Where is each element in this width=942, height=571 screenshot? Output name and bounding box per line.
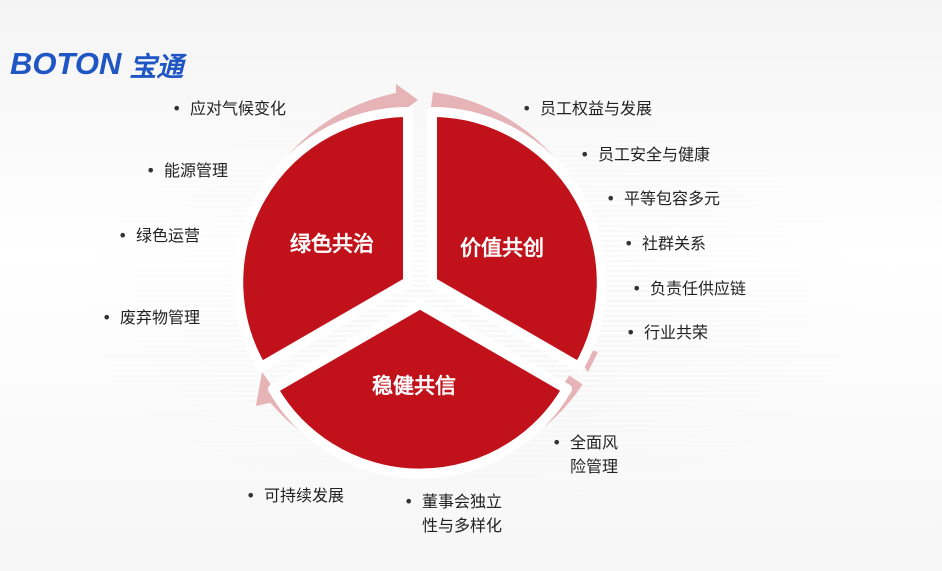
- segment-value-creation: [427, 107, 607, 372]
- bullet-icon: •: [522, 99, 532, 118]
- segment-steady-trust: [268, 299, 572, 479]
- logo-text-zh: 宝通: [129, 51, 184, 83]
- list-item: • 董事会独立 性与多样化: [404, 490, 502, 538]
- item-label: 员工安全与健康: [598, 145, 711, 164]
- list-item: • 社群关系: [624, 232, 706, 256]
- item-label: 负责任供应链: [650, 279, 747, 298]
- item-label-line2: 性与多样化: [422, 516, 503, 535]
- item-label: 可持续发展: [264, 486, 345, 505]
- list-item: • 能源管理: [146, 159, 228, 183]
- bullet-icon: •: [606, 189, 616, 208]
- bullet-icon: •: [552, 433, 562, 452]
- list-item: • 可持续发展: [246, 484, 344, 508]
- list-item: • 废弃物管理: [102, 306, 200, 330]
- item-label: 绿色运营: [136, 226, 201, 245]
- boton-logo: BOTON 宝通: [10, 44, 183, 84]
- item-label: 应对气候变化: [190, 99, 287, 118]
- segment-label-green: 绿色共治: [290, 232, 374, 256]
- bullet-icon: •: [102, 308, 112, 327]
- segment-label-trust: 稳健共信: [372, 374, 456, 398]
- bullet-icon: •: [246, 486, 256, 505]
- list-item: • 平等包容多元: [606, 187, 720, 211]
- item-label: 行业共荣: [644, 323, 709, 342]
- list-item: • 员工安全与健康: [580, 143, 710, 167]
- item-label: 平等包容多元: [624, 189, 721, 208]
- item-label-line2: 险管理: [570, 457, 619, 476]
- list-item: • 负责任供应链: [632, 277, 746, 301]
- item-label-line1: 全面风: [570, 433, 619, 452]
- segment-label-value: 价值共创: [460, 236, 544, 260]
- bullet-icon: •: [626, 323, 636, 342]
- bullet-icon: •: [624, 234, 634, 253]
- list-item: • 员工权益与发展: [522, 97, 652, 121]
- bullet-icon: •: [580, 145, 590, 164]
- bullet-icon: •: [404, 492, 414, 511]
- list-item: • 行业共荣: [626, 321, 708, 345]
- logo-text-en: BOTON: [10, 46, 122, 81]
- item-label-line1: 董事会独立: [422, 492, 503, 511]
- item-label: 员工权益与发展: [540, 99, 653, 118]
- list-item: • 全面风 险管理: [552, 431, 618, 479]
- segment-green-governance: [233, 107, 413, 372]
- item-label: 社群关系: [642, 234, 707, 253]
- bullet-icon: •: [146, 161, 156, 180]
- item-label: 废弃物管理: [120, 308, 201, 327]
- bullet-icon: •: [118, 226, 128, 245]
- list-item: • 应对气候变化: [172, 97, 286, 121]
- bullet-icon: •: [632, 279, 642, 298]
- item-label: 能源管理: [164, 161, 229, 180]
- list-item: • 绿色运营: [118, 224, 200, 248]
- bullet-icon: •: [172, 99, 182, 118]
